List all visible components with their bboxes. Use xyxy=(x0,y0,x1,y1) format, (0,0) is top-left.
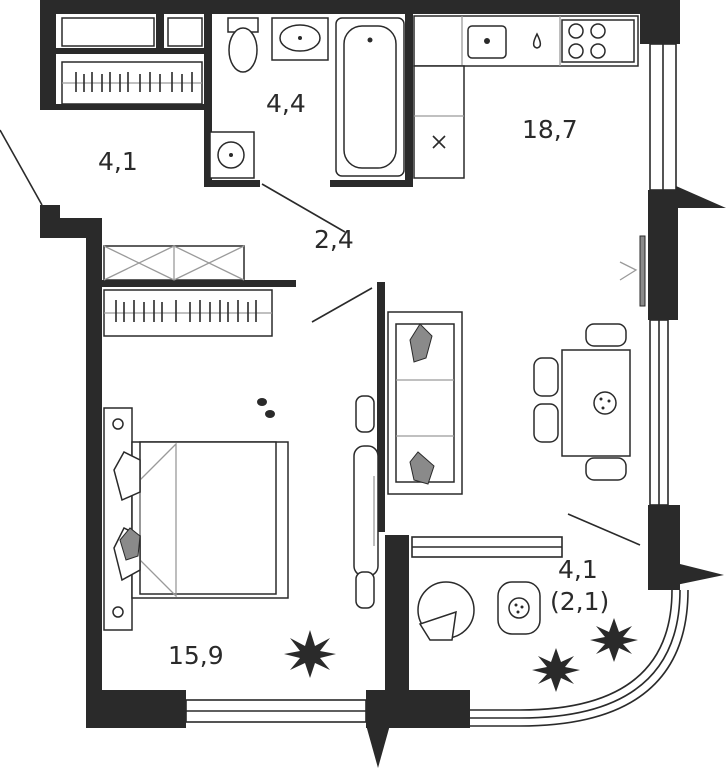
loggia-area: 4,1 xyxy=(558,555,598,584)
loggia-furniture xyxy=(417,581,638,692)
bedroom-right-wall xyxy=(377,282,385,532)
storage-bottom xyxy=(56,104,206,110)
bottom-arrow xyxy=(366,725,390,768)
bottom-left-wall xyxy=(86,690,186,728)
bedroom-furniture xyxy=(103,289,336,678)
pillow-icon xyxy=(113,451,141,502)
loggia-reduced-area: (2,1) xyxy=(550,587,609,616)
loggia-plant-icon-2 xyxy=(590,618,638,662)
closet-area: 2,4 xyxy=(314,225,354,254)
kitchen-column xyxy=(413,65,465,179)
area-labels: 4,1 4,4 2,4 18,7 15,9 4,1 (2,1) xyxy=(98,89,609,670)
sofa-pillow-icon xyxy=(409,323,433,363)
bottom-middle-wall xyxy=(366,690,470,728)
dining-chair-bottom xyxy=(585,457,627,481)
loggia-plant-icon xyxy=(532,648,580,692)
loggia-arrow-right xyxy=(676,563,724,585)
right-wall-upper xyxy=(648,190,678,320)
storage-divider xyxy=(156,14,164,54)
dining-chair-left-1 xyxy=(533,357,559,397)
loggia-window-curve xyxy=(470,589,673,711)
bathroom-area: 4,4 xyxy=(266,89,306,118)
bath-bottom-wall-right xyxy=(330,180,410,187)
entrance-door xyxy=(0,129,43,206)
radiator xyxy=(639,235,646,307)
bedroom-top-wall xyxy=(86,280,296,287)
hall-area: 4,1 xyxy=(98,147,138,176)
right-wall-lower xyxy=(648,505,680,590)
bedroom-left-wall xyxy=(86,218,102,728)
bedroom-area: 15,9 xyxy=(168,641,224,670)
toilet-icon xyxy=(228,27,258,73)
bath-bottom-wall xyxy=(204,180,260,187)
kitchen-living-area: 18,7 xyxy=(522,115,578,144)
slippers-icon xyxy=(257,398,267,406)
cushion-icon xyxy=(119,527,141,561)
bed xyxy=(103,407,133,631)
walls xyxy=(40,0,726,768)
top-right-corner xyxy=(640,0,680,44)
water-drop-icon xyxy=(532,32,542,49)
closet-shelves xyxy=(103,245,245,281)
storage-shelf xyxy=(56,48,206,54)
entry-arrow-right xyxy=(676,186,726,208)
storage-box-2 xyxy=(167,17,203,47)
windows xyxy=(185,43,689,727)
closet-door xyxy=(261,183,346,233)
plant-icon xyxy=(284,630,336,678)
top-wall xyxy=(40,0,660,14)
doors xyxy=(0,129,641,546)
dining-table-centerpiece xyxy=(593,391,617,415)
dining-chair-top xyxy=(585,323,627,347)
dining-chair-left-2 xyxy=(533,403,559,443)
appliance-x-icon xyxy=(432,135,446,149)
living-furniture xyxy=(353,235,646,609)
bathroom-fixtures xyxy=(209,17,405,179)
bedroom-right-wall-lower xyxy=(385,535,409,725)
kitchen-fixtures xyxy=(413,15,639,179)
storage-box-1 xyxy=(61,17,155,47)
loggia-door xyxy=(567,513,641,546)
bath-right-wall xyxy=(405,14,413,187)
bath-left-wall xyxy=(204,14,212,186)
hall-storage xyxy=(61,17,203,105)
bedroom-door xyxy=(311,287,373,323)
left-upper-wall xyxy=(40,0,56,110)
